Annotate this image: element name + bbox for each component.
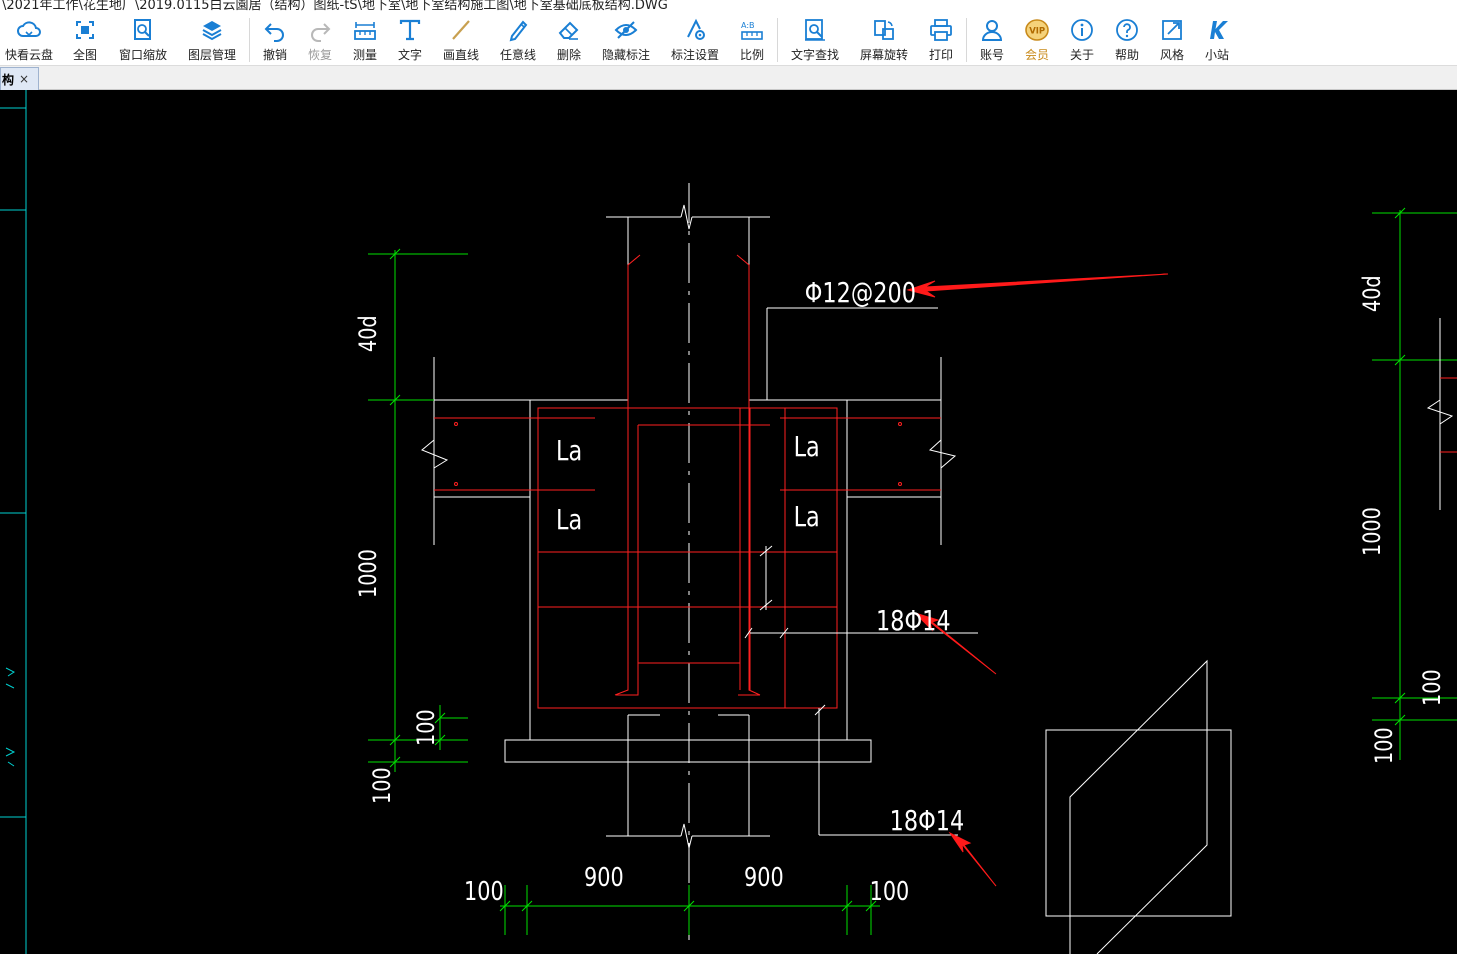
window-title-bar: \2021年工作\花生地厂\2019.0115白云園居（结构）图纸-tS\地下室… xyxy=(0,0,1457,12)
help-button[interactable]: 帮助 xyxy=(1113,12,1141,66)
rebar-label-top: Φ12@200 xyxy=(805,275,916,308)
main-toolbar: 快看云盘 全图 窗口缩放 图层管理 撤销 恢复 测量 文字 画直线 任 xyxy=(0,12,1457,66)
undo-icon xyxy=(264,23,284,42)
left-frame-lines xyxy=(0,90,27,954)
redo-icon xyxy=(311,23,331,42)
delete-button[interactable]: 删除 xyxy=(555,12,583,66)
eraser-icon xyxy=(558,21,579,40)
dimension-label: 100 xyxy=(369,767,397,804)
dimension-label: 100 xyxy=(413,709,441,746)
scale-button[interactable]: A:B 比例 xyxy=(738,12,766,66)
layer-manager-button[interactable]: 图层管理 xyxy=(186,12,238,66)
dimension-label: 900 xyxy=(744,862,784,893)
freehand-icon xyxy=(509,20,528,42)
rebar-label-mid: 18Φ14 xyxy=(876,603,951,636)
document-tab[interactable]: 构 × xyxy=(0,67,39,90)
about-button[interactable]: 关于 xyxy=(1068,12,1096,66)
vip-button[interactable]: VIP 会员 xyxy=(1023,12,1051,66)
section-symbol xyxy=(1045,659,1232,954)
toolbar-separator xyxy=(966,18,967,62)
line-icon xyxy=(452,20,470,40)
info-icon xyxy=(1071,19,1093,41)
right-detail-rebar xyxy=(1440,377,1457,453)
zoom-window-icon xyxy=(134,19,151,40)
drawing-canvas[interactable]: Φ12@200 18Φ14 18Φ14 La La La La 40d 1000… xyxy=(0,90,1457,954)
rotate-screen-button[interactable]: 屏幕旋转 xyxy=(858,12,910,66)
help-icon xyxy=(1116,19,1138,41)
anchorage-label: La xyxy=(556,502,582,535)
redo-button[interactable]: 恢复 xyxy=(306,12,334,66)
text-button[interactable]: 文字 xyxy=(396,12,424,66)
drawing-labels: Φ12@200 18Φ14 18Φ14 La La La La 40d 1000… xyxy=(355,275,1447,906)
leader-lines xyxy=(744,307,978,836)
draw-line-button[interactable]: 画直线 xyxy=(441,12,481,66)
zoom-window-button[interactable]: 窗口缩放 xyxy=(117,12,169,66)
hide-annotation-button[interactable]: 隐藏标注 xyxy=(600,12,652,66)
annotation-settings-icon xyxy=(687,18,705,40)
dimension-label: 1000 xyxy=(355,549,383,598)
toolbar-separator xyxy=(249,18,250,62)
print-icon xyxy=(930,19,952,41)
dimension-label: 40d xyxy=(1359,275,1387,312)
column-outline xyxy=(606,183,770,940)
document-tab-label: 构 xyxy=(2,72,15,87)
style-icon xyxy=(1162,20,1182,40)
scale-icon: A:B xyxy=(741,21,763,40)
cloud-drive-button[interactable]: 快看云盘 xyxy=(4,12,54,66)
rebar-lines xyxy=(434,254,941,709)
cad-drawing: Φ12@200 18Φ14 18Φ14 La La La La 40d 1000… xyxy=(0,90,1457,954)
layers-icon xyxy=(202,21,222,41)
document-tab-bar: 构 × xyxy=(0,66,1457,90)
full-extent-button[interactable]: 全图 xyxy=(70,12,100,66)
cloud-icon xyxy=(17,21,41,37)
dimension-label: 100 xyxy=(870,876,910,907)
style-button[interactable]: 风格 xyxy=(1158,12,1186,66)
rotate-screen-icon xyxy=(874,20,894,40)
dimension-label: 100 xyxy=(464,876,504,907)
user-icon xyxy=(981,20,1003,41)
dimension-label: 40d xyxy=(355,315,383,352)
dimension-label: 900 xyxy=(584,862,624,893)
text-search-icon xyxy=(805,19,825,41)
rebar-label-bottom: 18Φ14 xyxy=(890,803,965,836)
close-icon[interactable]: × xyxy=(19,72,30,86)
anchorage-label: La xyxy=(794,429,820,462)
svg-text:A:B: A:B xyxy=(741,21,755,30)
toolbar-separator xyxy=(777,18,778,62)
vip-icon: VIP xyxy=(1025,19,1049,41)
measure-button[interactable]: 测量 xyxy=(351,12,379,66)
text-search-button[interactable]: 文字查找 xyxy=(789,12,841,66)
window-title: \2021年工作\花生地厂\2019.0115白云園居（结构）图纸-tS\地下室… xyxy=(2,0,668,12)
annotation-settings-button[interactable]: 标注设置 xyxy=(669,12,721,66)
dimension-lines xyxy=(368,207,1457,935)
anchorage-label: La xyxy=(556,433,582,466)
k-logo-icon xyxy=(1210,21,1228,39)
text-icon xyxy=(399,19,421,41)
eye-hide-icon xyxy=(614,21,638,39)
dimension-label: 100 xyxy=(1371,727,1399,764)
undo-button[interactable]: 撤销 xyxy=(261,12,289,66)
freehand-line-button[interactable]: 任意线 xyxy=(498,12,538,66)
dimension-label: 100 xyxy=(1419,669,1447,706)
dimension-label: 1000 xyxy=(1359,507,1387,556)
beam-outline xyxy=(421,357,957,849)
anchorage-label: La xyxy=(794,499,820,532)
svg-text:VIP: VIP xyxy=(1029,27,1045,37)
print-button[interactable]: 打印 xyxy=(927,12,955,66)
right-detail-outline xyxy=(1426,318,1454,510)
site-button[interactable]: 小站 xyxy=(1203,12,1231,66)
red-arrows xyxy=(906,273,1169,887)
account-button[interactable]: 账号 xyxy=(978,12,1006,66)
full-extent-icon xyxy=(76,21,94,39)
measure-icon xyxy=(354,22,376,40)
